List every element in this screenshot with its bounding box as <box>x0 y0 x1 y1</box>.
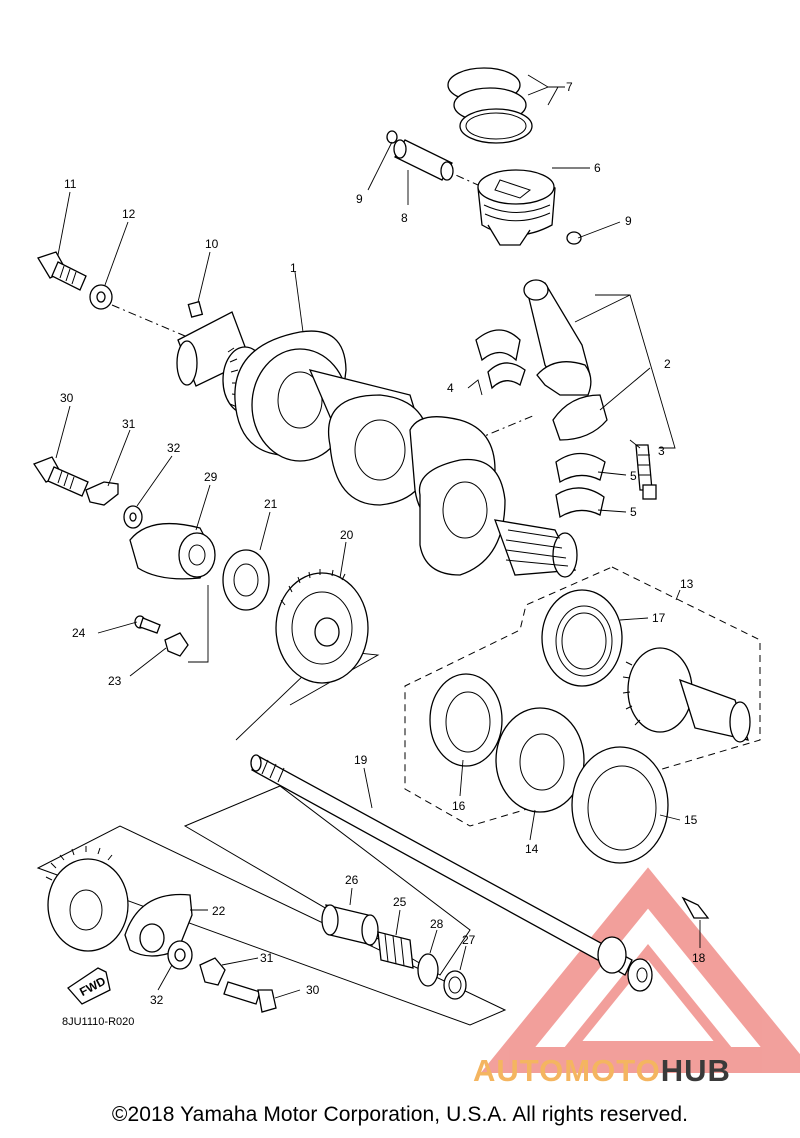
drive-gear-22 <box>45 846 129 952</box>
callout-24: 24 <box>72 626 86 640</box>
leader-lines <box>55 74 701 999</box>
callout-2: 2 <box>664 357 671 371</box>
centerline-rod <box>474 414 536 441</box>
callout-3: 3 <box>658 444 665 458</box>
balancer-bolt-lower <box>223 981 277 1013</box>
piston <box>477 169 556 246</box>
piston-pin <box>393 139 454 181</box>
rod-bolts <box>635 444 657 500</box>
callout-15: 15 <box>684 813 698 827</box>
washer-27 <box>443 970 467 1000</box>
callout-23: 23 <box>108 674 122 688</box>
lock-washer-upper <box>85 481 119 506</box>
balancer-weight-29 <box>129 522 216 580</box>
callout-30b: 30 <box>306 983 320 997</box>
callout-28: 28 <box>430 917 444 931</box>
callout-8: 8 <box>401 211 408 225</box>
lock-plate-23 <box>164 632 189 657</box>
callout-32b: 32 <box>150 993 164 1007</box>
callout-12: 12 <box>122 207 136 221</box>
watermark-logo: AUTOMOTOHUB <box>473 1053 731 1089</box>
rod-bearings <box>475 329 526 390</box>
fwd-arrow-icon: FWD <box>67 967 111 1005</box>
connecting-rod <box>523 279 608 441</box>
callout-4: 4 <box>447 381 454 395</box>
callout-11: 11 <box>64 177 77 191</box>
callout-9a: 9 <box>356 192 363 206</box>
callout-27: 27 <box>462 933 476 947</box>
bolt-18 <box>681 896 710 919</box>
callout-21: 21 <box>264 497 278 511</box>
group-box-13 <box>404 566 761 827</box>
callout-19: 19 <box>354 753 368 767</box>
balancer-weight-22 <box>124 893 193 957</box>
callout-9b: 9 <box>625 214 632 228</box>
callout-25: 25 <box>393 895 407 909</box>
balancer-shaft-19 <box>250 754 653 992</box>
ball-bearing-21 <box>222 549 270 611</box>
oil-seal-17 <box>541 589 623 687</box>
callout-31a: 31 <box>122 417 136 431</box>
piston-rings <box>447 67 533 144</box>
callout-30a: 30 <box>60 391 74 405</box>
crankshaft <box>176 311 578 578</box>
needle-bearing-25 <box>377 931 414 969</box>
washer-lower <box>167 940 193 970</box>
watermark-part1: AUTOMOTO <box>473 1053 661 1088</box>
callout-13: 13 <box>680 577 694 591</box>
callout-22: 22 <box>212 904 226 918</box>
pin-clip-top <box>386 130 398 144</box>
callout-5a: 5 <box>630 469 637 483</box>
diagram-reference-code: 8JU1110-R020 <box>62 1016 135 1028</box>
callout-26: 26 <box>345 873 359 887</box>
balancer-gear-20 <box>275 569 369 684</box>
callout-numbers: 1 2 3 4 5 5 6 7 8 9 9 10 11 12 13 14 15 … <box>60 80 706 1007</box>
callout-7: 7 <box>566 80 573 94</box>
crank-washer <box>89 284 113 310</box>
oil-seal-16 <box>429 673 503 767</box>
crank-bolt <box>37 251 87 291</box>
main-bearings <box>555 452 606 519</box>
collar-26 <box>321 904 379 946</box>
ball-bearing-14 <box>495 707 585 813</box>
balancer-shaft <box>622 647 751 743</box>
group-box-lower-left <box>36 825 507 1026</box>
callout-31b: 31 <box>260 951 274 965</box>
circlip-28 <box>417 953 439 987</box>
callout-18: 18 <box>692 951 706 965</box>
callout-10: 10 <box>205 237 219 251</box>
bearing-housing-15 <box>571 746 669 864</box>
callout-6: 6 <box>594 161 601 175</box>
callout-16: 16 <box>452 799 466 813</box>
washer-upper <box>123 505 143 529</box>
screw-24 <box>134 615 161 634</box>
watermark-part2: HUB <box>660 1053 731 1088</box>
callout-32a: 32 <box>167 441 181 455</box>
callout-5b: 5 <box>630 505 637 519</box>
callout-14: 14 <box>525 842 539 856</box>
woodruff-key <box>187 300 204 318</box>
callout-20: 20 <box>340 528 354 542</box>
callout-29: 29 <box>204 470 218 484</box>
watermark-triangle-icon <box>480 867 800 1073</box>
pin-clip-right <box>566 231 582 245</box>
callout-17: 17 <box>652 611 666 625</box>
group-box-lower <box>183 785 471 976</box>
balancer-bolt-upper <box>33 456 89 497</box>
copyright-notice: ©2018 Yamaha Motor Corporation, U.S.A. A… <box>111 1103 689 1126</box>
lock-washer-lower <box>199 957 226 986</box>
callout-1: 1 <box>290 261 297 275</box>
